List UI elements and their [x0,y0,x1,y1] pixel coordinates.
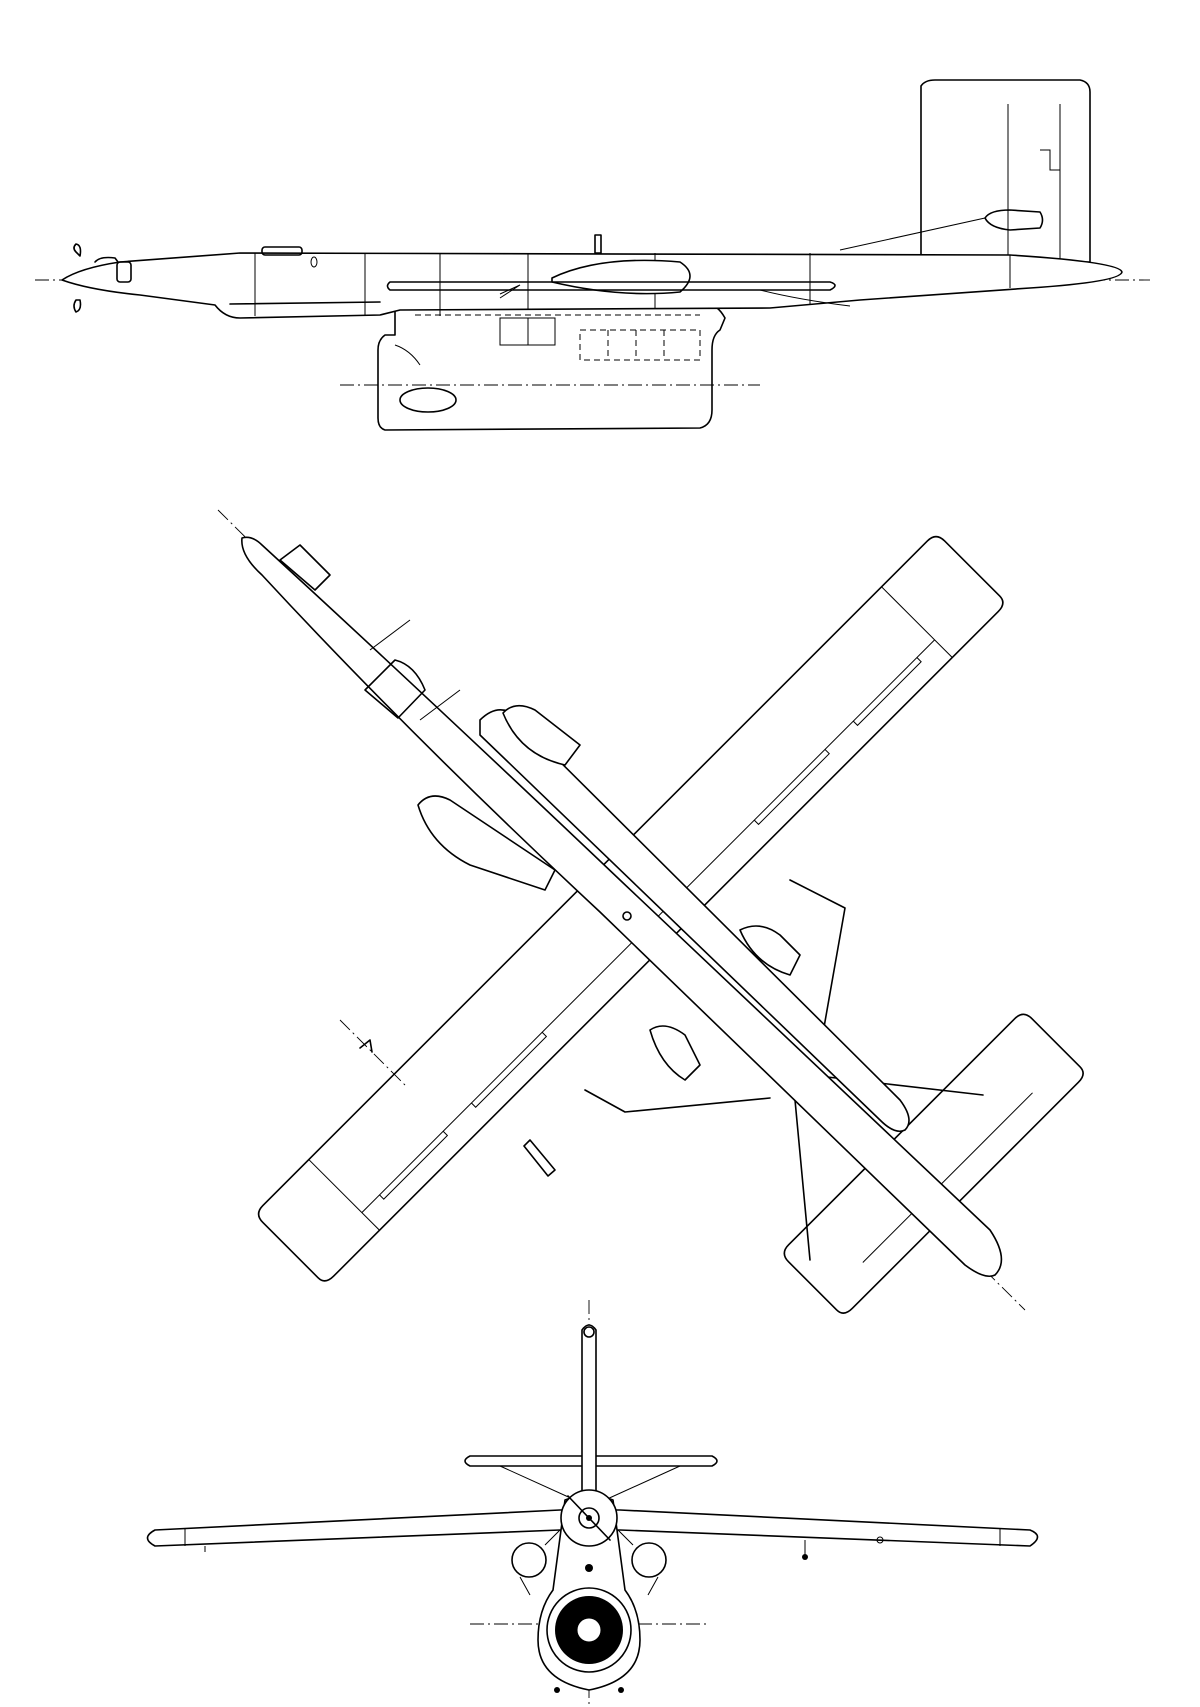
plan-view [217,509,1084,1314]
plan-pulse-jet [479,709,910,1133]
front-view [146,1300,1039,1705]
side-propeller [73,243,82,313]
side-fin [920,79,1091,263]
plan-tailplane [783,1013,1084,1314]
side-launch-carriage [377,303,726,431]
plan-pod-right [502,704,581,766]
front-pod-left [511,1542,547,1578]
front-pod-right [631,1542,667,1578]
front-fin [581,1324,597,1501]
side-view [35,79,1150,431]
side-wing-root [551,259,691,295]
plan-fuselage [241,536,1003,1278]
plan-pod-left [417,795,556,891]
